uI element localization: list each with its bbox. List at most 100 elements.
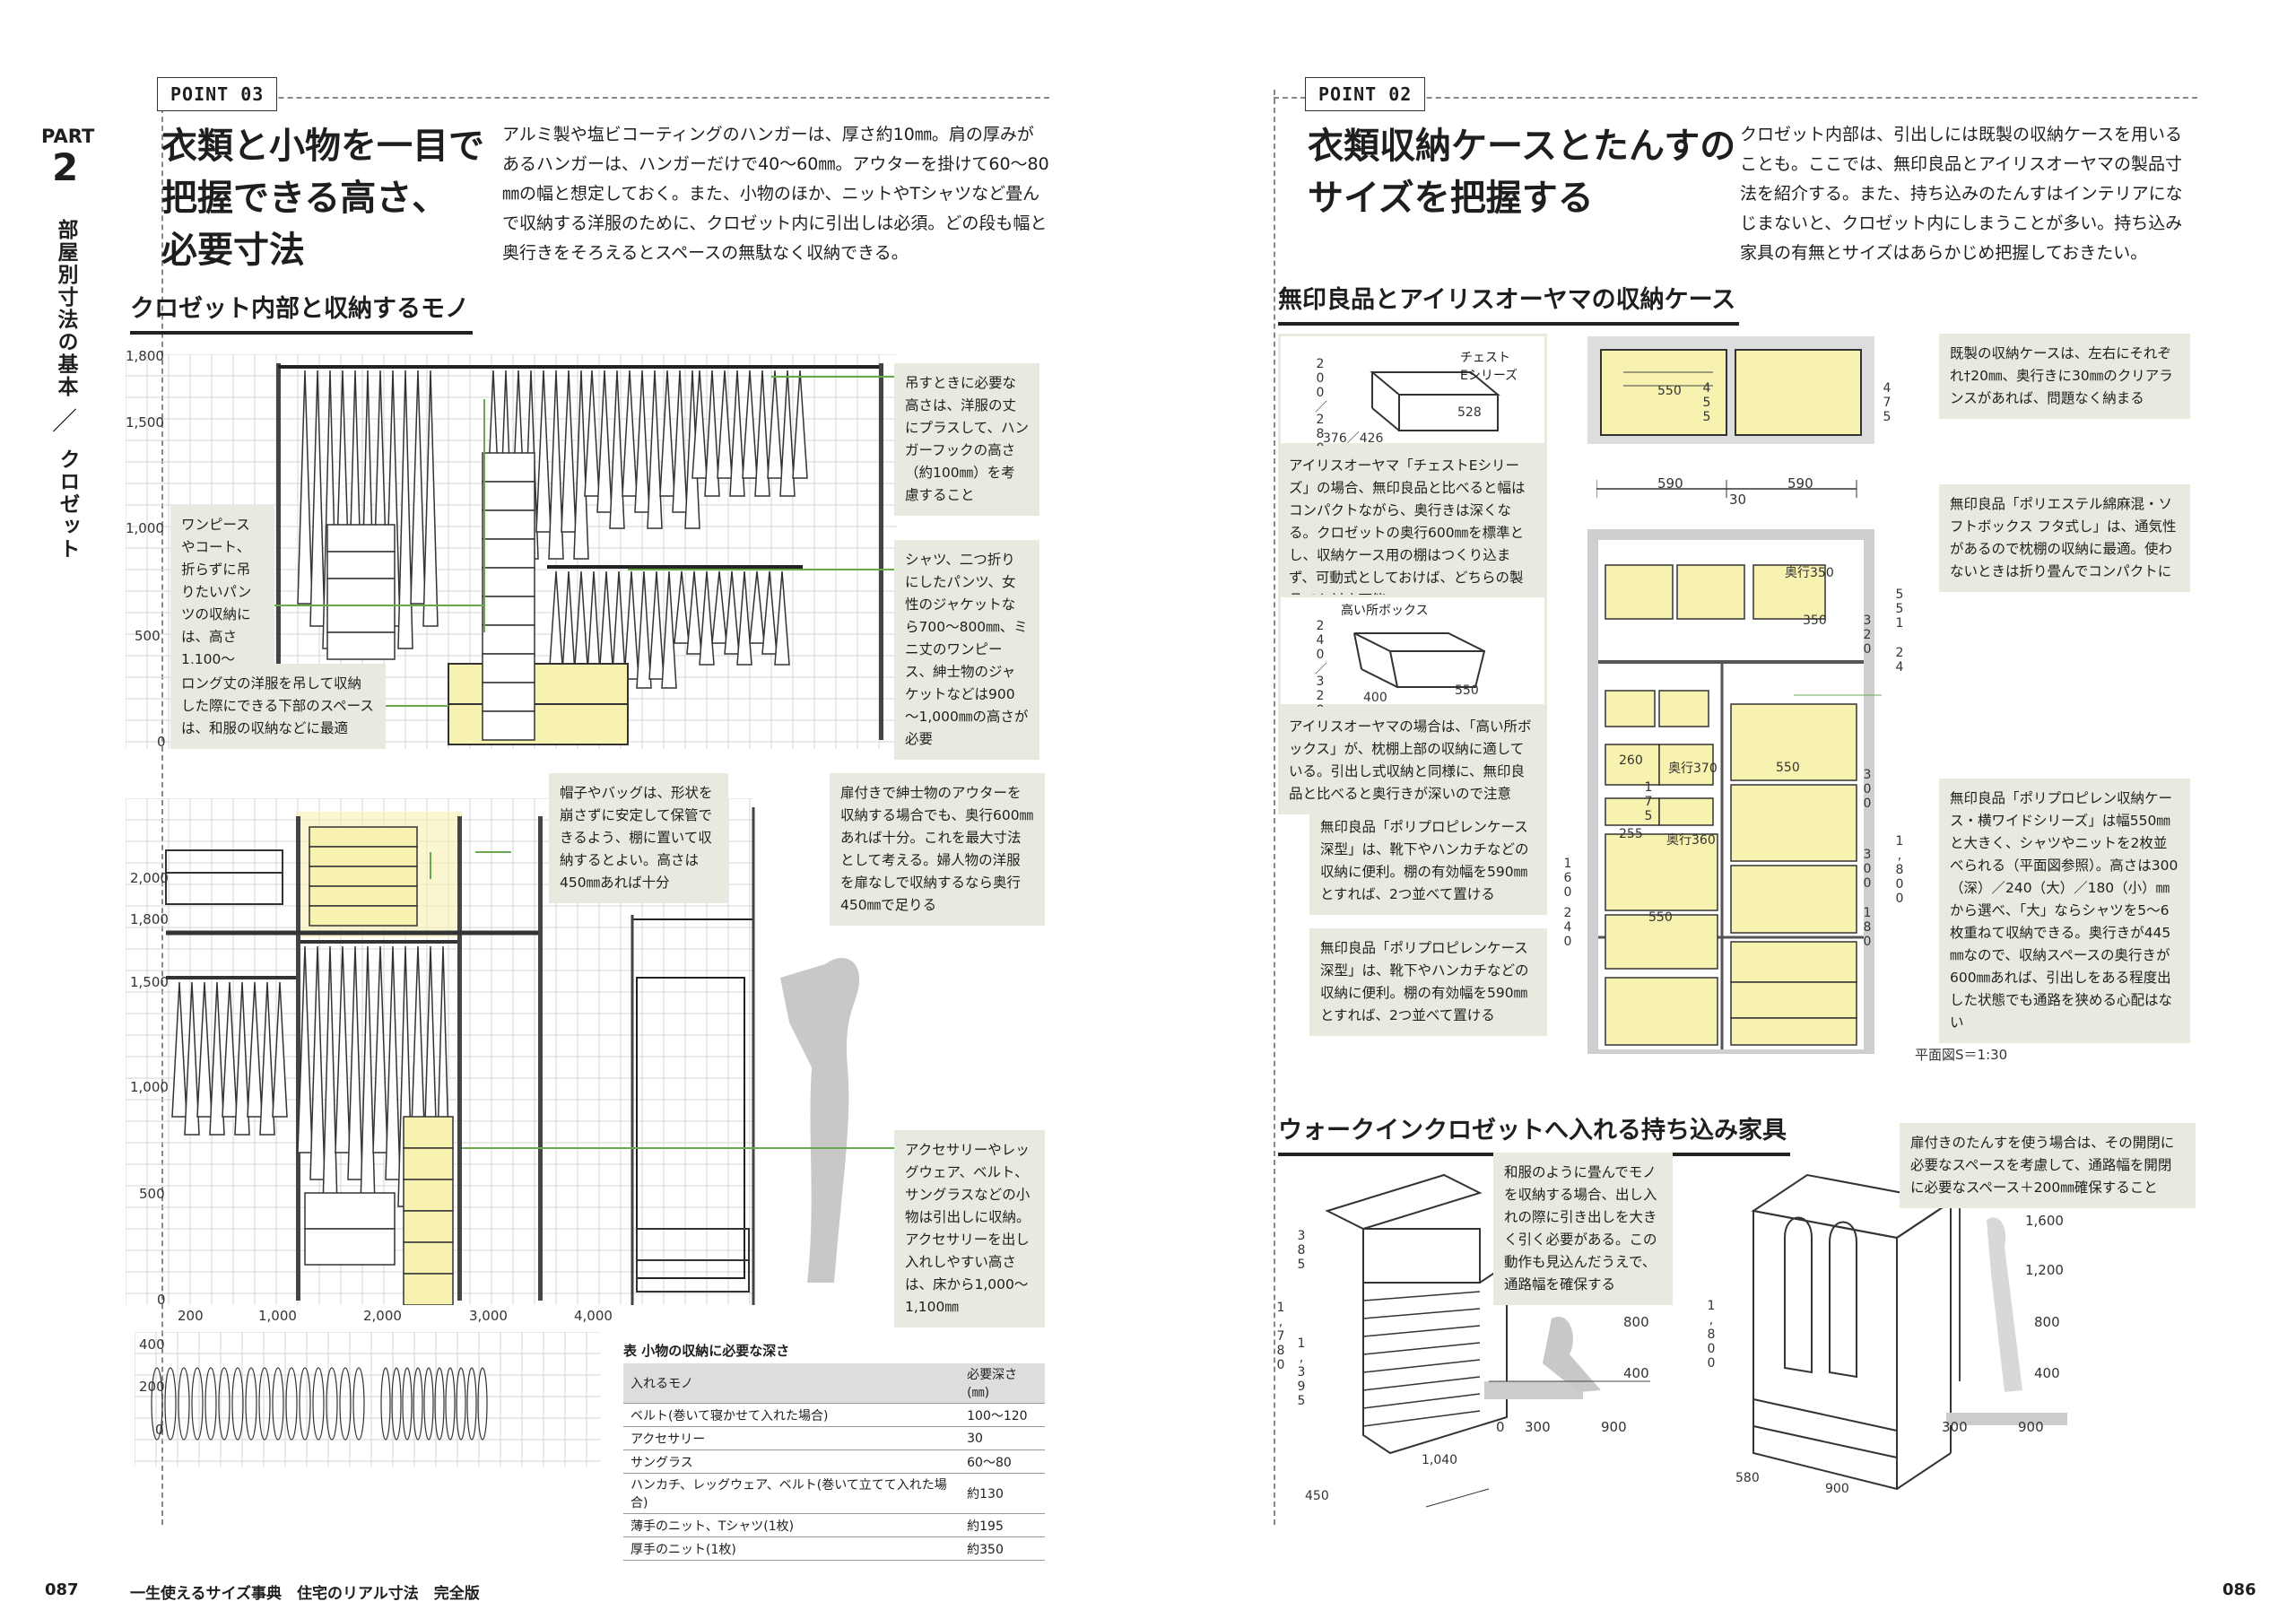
garment xyxy=(259,981,275,1136)
dim-d300b: 300 xyxy=(1860,848,1874,891)
table-cell: 約350 xyxy=(960,1536,1045,1561)
garment xyxy=(222,981,238,1118)
hanger-plan xyxy=(380,1367,391,1441)
hanger-plan xyxy=(191,1367,204,1441)
fig2-xtick-2000: 2,000 xyxy=(363,1308,402,1324)
dim-plan-475: 475 xyxy=(1880,381,1894,424)
garment xyxy=(672,370,688,513)
stacked-box xyxy=(309,866,418,887)
garment xyxy=(347,945,363,1180)
dim-oku350: 奥行350 xyxy=(1785,566,1834,580)
side-subtitle: クロゼット xyxy=(56,448,79,561)
crouching-person xyxy=(1543,1317,1601,1392)
garment xyxy=(742,370,758,479)
note-iris-box: アイリスオーヤマの場合は、「高い所ボックス」が、枕棚上部の収納に適している。引出… xyxy=(1278,707,1547,814)
fig3-ytick-0: 0 xyxy=(155,1422,164,1438)
garment xyxy=(297,370,313,605)
storage-case xyxy=(1730,784,1857,862)
section-title-cases: 無印良品とアイリスオーヤマの収納ケース xyxy=(1278,278,1740,326)
low-drawer xyxy=(304,1228,396,1266)
hanger-plan xyxy=(151,1367,163,1441)
accessory-drawer xyxy=(403,1147,454,1180)
fig2-ytick-1800: 1,800 xyxy=(130,911,169,927)
hanger-plan xyxy=(299,1367,311,1441)
dim-d550b: 550 xyxy=(1648,910,1673,925)
garment xyxy=(234,981,250,1136)
garment xyxy=(622,370,638,497)
storage-case xyxy=(1658,690,1709,727)
garment xyxy=(729,370,745,497)
fig1-ytick-500: 500 xyxy=(135,628,161,644)
table-row: 厚手のニット(1枚)約350 xyxy=(623,1536,1045,1561)
garment xyxy=(196,981,213,1118)
furn1-d1040: 1,040 xyxy=(1422,1453,1458,1467)
hanger-plan xyxy=(218,1367,230,1441)
chest-label: チェスト Eシリーズ xyxy=(1460,351,1518,383)
small-drawer xyxy=(326,524,396,553)
section-title-furniture: ウォークインクロゼットへ入れる持ち込み家具 xyxy=(1278,1109,1790,1156)
dim-w590-b: 590 xyxy=(1787,475,1813,492)
dim-box-w: 400 xyxy=(1363,691,1387,705)
furn2-x900: 900 xyxy=(2018,1419,2044,1435)
furn1-d1395: 1,395 xyxy=(1294,1336,1309,1408)
chest-drawer-line xyxy=(1362,1291,1481,1301)
fig2-ytick-2000: 2,000 xyxy=(130,870,169,886)
storage-case xyxy=(1730,941,1857,983)
accessory-drawer xyxy=(403,1241,454,1275)
table-cell: ハンカチ、レッグウェア、ベルト(巻いて立てて入れた場合) xyxy=(623,1473,961,1514)
accessory-drawer xyxy=(403,1273,454,1305)
fig2-xtick-200: 200 xyxy=(178,1308,204,1324)
part-number: 2 xyxy=(52,145,79,189)
low-drawer xyxy=(304,1192,396,1230)
garment xyxy=(535,370,552,533)
table-cell: サングラス xyxy=(623,1449,961,1474)
dim-d350: 350 xyxy=(1803,614,1827,628)
storage-case xyxy=(1730,1017,1857,1046)
dim-w30: 30 xyxy=(1729,492,1747,508)
tower-drawer xyxy=(482,452,535,483)
dim-plan-550: 550 xyxy=(1657,384,1682,398)
garment xyxy=(704,370,720,497)
highbox-sketch xyxy=(1353,632,1486,688)
fig1-ytick-1000: 1,000 xyxy=(126,520,164,536)
garment xyxy=(385,945,401,1180)
garment xyxy=(754,370,770,497)
dim-d1800: 1,800 xyxy=(1892,834,1907,906)
note-onepiece: ワンピースやコート、折らずに吊りたいパンツの収納には、高さ1,100～1,300… xyxy=(170,505,274,725)
stacked-box xyxy=(309,885,418,907)
chest-drawer-line xyxy=(1362,1393,1481,1409)
hanger-plan xyxy=(312,1367,325,1441)
accessory-drawer xyxy=(403,1210,454,1243)
hanger-plan xyxy=(402,1367,413,1441)
small-drawer xyxy=(326,631,396,660)
garment xyxy=(561,370,577,533)
table-title: 表 小物の収納に必要な深さ xyxy=(623,1343,790,1359)
hanger-plan xyxy=(326,1367,338,1441)
highbox-label: 高い所ボックス xyxy=(1341,604,1429,618)
width-dim-lines xyxy=(1596,480,1857,498)
page-title-left: 衣類と小物を一目で 把握できる高さ、 必要寸法 xyxy=(161,126,484,271)
closet-elevation-figure-2 xyxy=(126,798,906,1305)
table-cell: 約195 xyxy=(960,1513,1045,1537)
hanger-plan xyxy=(231,1367,244,1441)
storage-case xyxy=(1730,703,1857,781)
garment xyxy=(272,981,288,1118)
garment xyxy=(422,370,439,627)
dim-chest-w: 376／426 xyxy=(1323,431,1384,446)
furniture-wardrobe-sketch xyxy=(1751,1173,2067,1491)
hanger-plan xyxy=(423,1367,434,1441)
left-top-dash xyxy=(161,97,1049,99)
intro-right: クロゼット内部は、引出しには既製の収納ケースを用いることも。ここでは、無印良品と… xyxy=(1740,125,2183,263)
garment xyxy=(573,370,589,560)
storage-case xyxy=(1605,690,1656,727)
page-title-right: 衣類収納ケースとたんすの サイズを把握する xyxy=(1308,126,1736,219)
accessory-drawer xyxy=(403,1179,454,1212)
furn2-y1600: 1,600 xyxy=(2025,1213,2064,1229)
dim-d180: 180 xyxy=(1860,906,1874,949)
hanger-plan xyxy=(456,1367,466,1441)
accessory-drawer xyxy=(403,1116,454,1149)
furn1-y400: 400 xyxy=(1623,1365,1649,1381)
dim-plan-455: 455 xyxy=(1700,381,1714,424)
fig2-xtick-1000: 1,000 xyxy=(258,1308,297,1324)
